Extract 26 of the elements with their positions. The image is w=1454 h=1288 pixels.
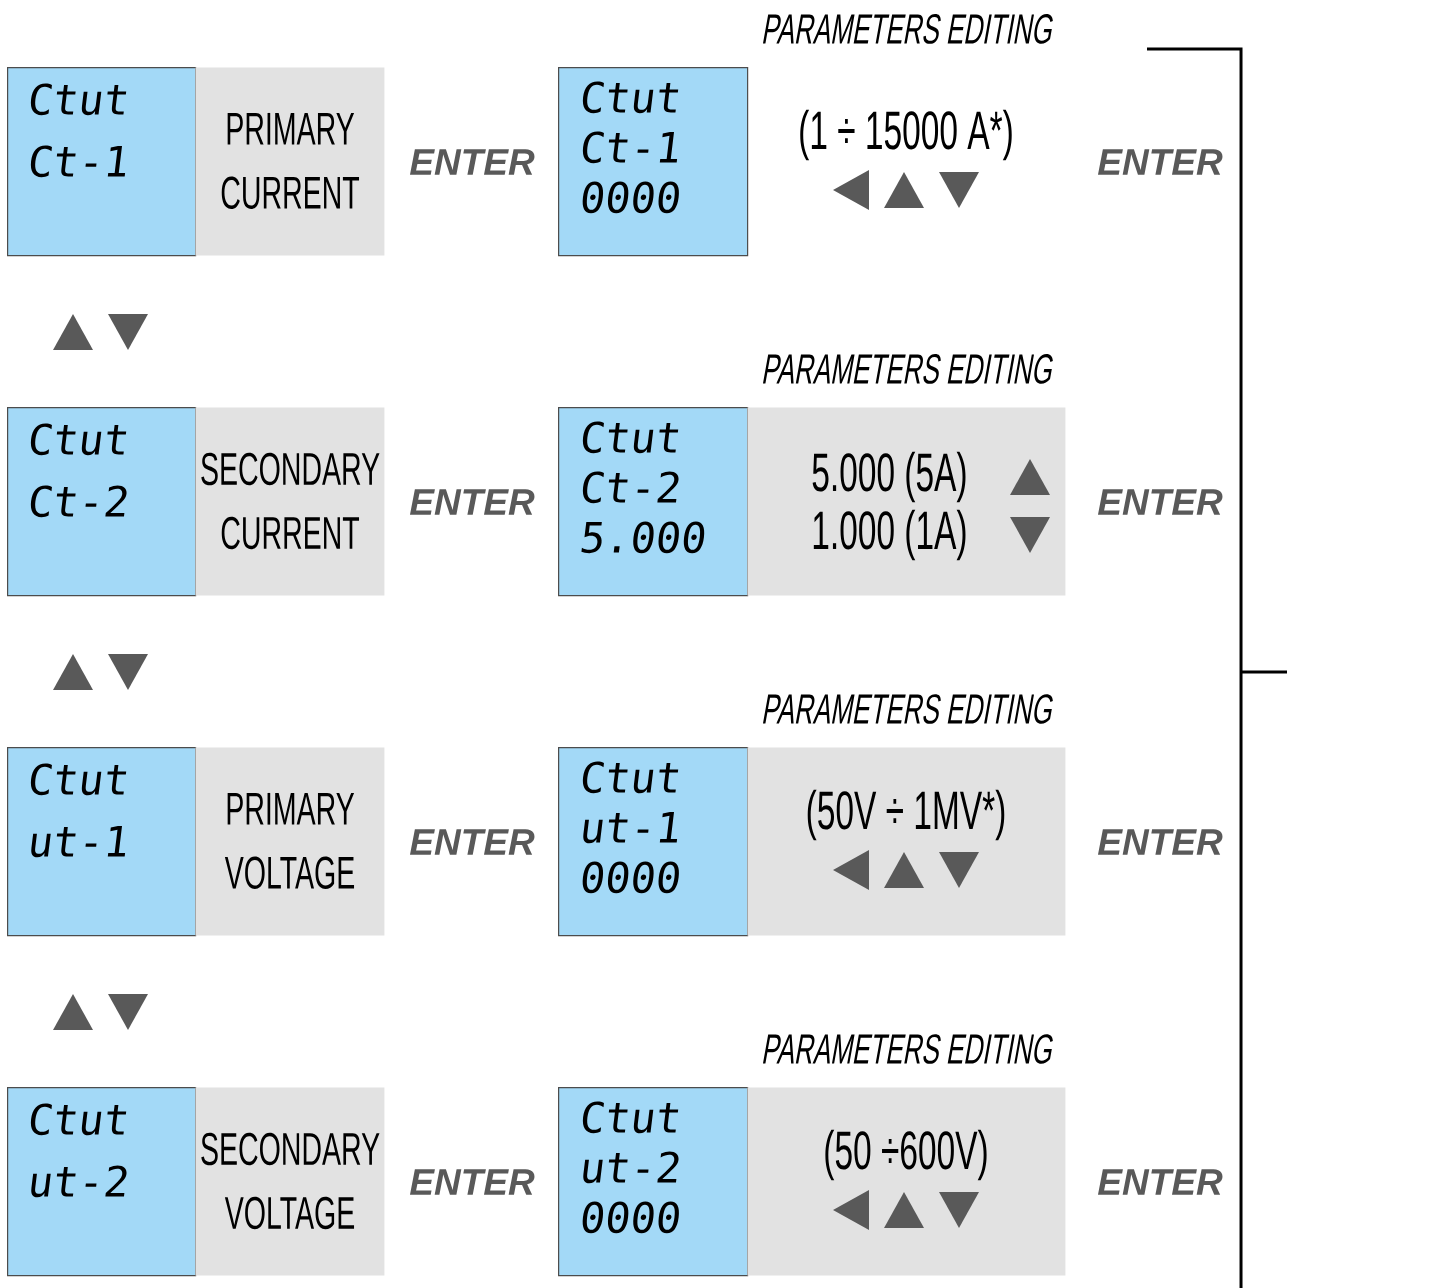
heading: PARAMETERS EDITING: [763, 14, 1053, 44]
value-option: 1.000 (1A): [813, 509, 966, 561]
lcd-display: Ctut Ct-2 5.000: [558, 407, 749, 597]
value-range: (50 ÷600V): [825, 1129, 987, 1181]
value-range: (50V ÷ 1MV*): [807, 789, 1005, 841]
value-option: 5.000 (5A): [812, 451, 966, 503]
parameter-name-box: SECONDARY CURRENT: [195, 407, 385, 596]
lcd-display: Ctut Ct-1 0000: [558, 67, 749, 257]
lcd-display: Ctut Ct-1: [7, 67, 197, 257]
value-range: (1 ÷ 15000 A*): [800, 109, 1012, 161]
enter-key-label: ENTER: [409, 1169, 535, 1195]
enter-key-label: ENTER: [1098, 149, 1223, 175]
heading: PARAMETERS EDITING: [763, 694, 1053, 724]
parameter-name-box: PRIMARY VOLTAGE: [195, 747, 385, 936]
enter-key-label: ENTER: [409, 829, 535, 855]
lcd-display: Ctut ut-2: [7, 1087, 197, 1277]
enter-key-label: ENTER: [409, 489, 535, 515]
lcd-display: Ctut Ct-2: [7, 407, 197, 597]
lcd-display: Ctut ut-1: [7, 747, 197, 937]
lcd-display: Ctut ut-1 0000: [558, 747, 749, 937]
parameter-name-box: SECONDARY VOLTAGE: [195, 1087, 385, 1276]
heading: PARAMETERS EDITING: [763, 1034, 1053, 1064]
heading: PARAMETERS EDITING: [763, 354, 1053, 384]
lcd-display: Ctut ut-2 0000: [558, 1087, 749, 1277]
enter-key-label: ENTER: [409, 149, 535, 175]
parameter-name-box: PRIMARY CURRENT: [195, 67, 385, 256]
